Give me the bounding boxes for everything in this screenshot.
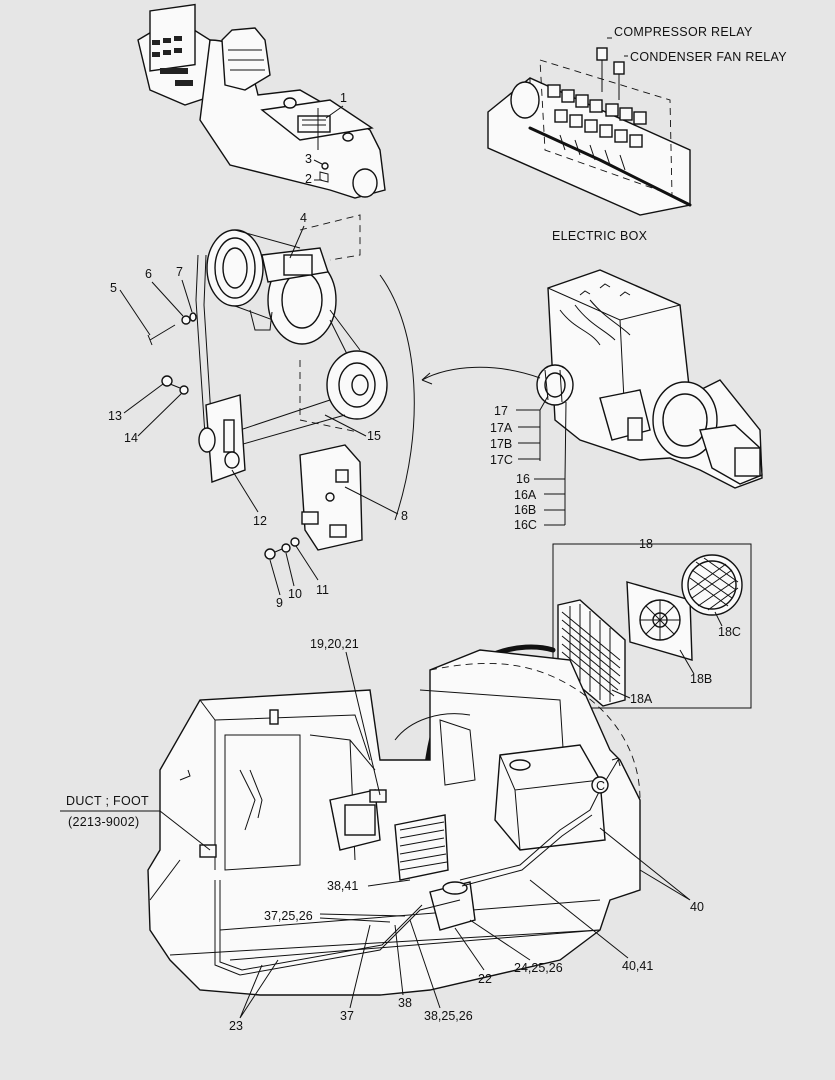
callout-23: 23: [229, 1019, 243, 1033]
compressor-assembly: [147, 214, 415, 560]
callout-38-41: 38,41: [327, 879, 358, 893]
callout-24-25-26: 24,25,26: [514, 961, 563, 975]
electric-box: [487, 37, 692, 216]
callout-5: 5: [110, 281, 117, 295]
callout-38-25-26: 38,25,26: [424, 1009, 473, 1023]
callout-17: 17: [494, 404, 508, 418]
callout-18a: 18A: [630, 692, 653, 706]
cab-base: [147, 649, 641, 996]
callout-3: 3: [305, 152, 312, 166]
svg-text:C: C: [596, 779, 605, 793]
callout-11: 11: [316, 583, 329, 597]
engine: [536, 269, 763, 489]
callout-16a: 16A: [514, 488, 537, 502]
callout-14: 14: [124, 431, 138, 445]
callout-6: 6: [145, 267, 152, 281]
electric-box-label: ELECTRIC BOX: [552, 229, 648, 243]
callout-17a: 17A: [490, 421, 513, 435]
detail-c-marker: C: [591, 757, 621, 794]
callout-38: 38: [398, 996, 412, 1010]
callout-1: 1: [340, 91, 347, 105]
callout-22: 22: [478, 972, 492, 986]
callout-18b: 18B: [690, 672, 712, 686]
callout-13: 13: [108, 409, 122, 423]
condenser-fan-relay-label: CONDENSER FAN RELAY: [630, 50, 787, 64]
condenser-detail: [552, 543, 752, 709]
callout-4: 4: [300, 211, 307, 225]
callout-12: 12: [253, 514, 267, 528]
duct-foot-code: (2213-9002): [68, 815, 139, 829]
callout-37-25-26: 37,25,26: [264, 909, 313, 923]
callout-8: 8: [401, 509, 408, 523]
callout-37: 37: [340, 1009, 354, 1023]
callout-16c: 16C: [514, 518, 537, 532]
callout-7: 7: [176, 265, 183, 279]
engine-arrow: [421, 366, 541, 381]
duct-foot-label: DUCT ; FOOT: [66, 794, 149, 808]
compressor-relay-label: COMPRESSOR RELAY: [614, 25, 753, 39]
callout-16: 16: [516, 472, 530, 486]
callout-18c: 18C: [718, 625, 741, 639]
callout-18: 18: [639, 537, 653, 551]
callout-17c: 17C: [490, 453, 513, 467]
callout-16b: 16B: [514, 503, 536, 517]
callout-17b: 17B: [490, 437, 512, 451]
console-panel: [137, 3, 386, 199]
callout-2: 2: [305, 172, 312, 186]
callout-9: 9: [276, 596, 283, 610]
callout-40: 40: [690, 900, 704, 914]
callout-15: 15: [367, 429, 381, 443]
callout-10: 10: [288, 587, 302, 601]
callout-40-41: 40,41: [622, 959, 653, 973]
callout-19-20-21: 19,20,21: [310, 637, 359, 651]
